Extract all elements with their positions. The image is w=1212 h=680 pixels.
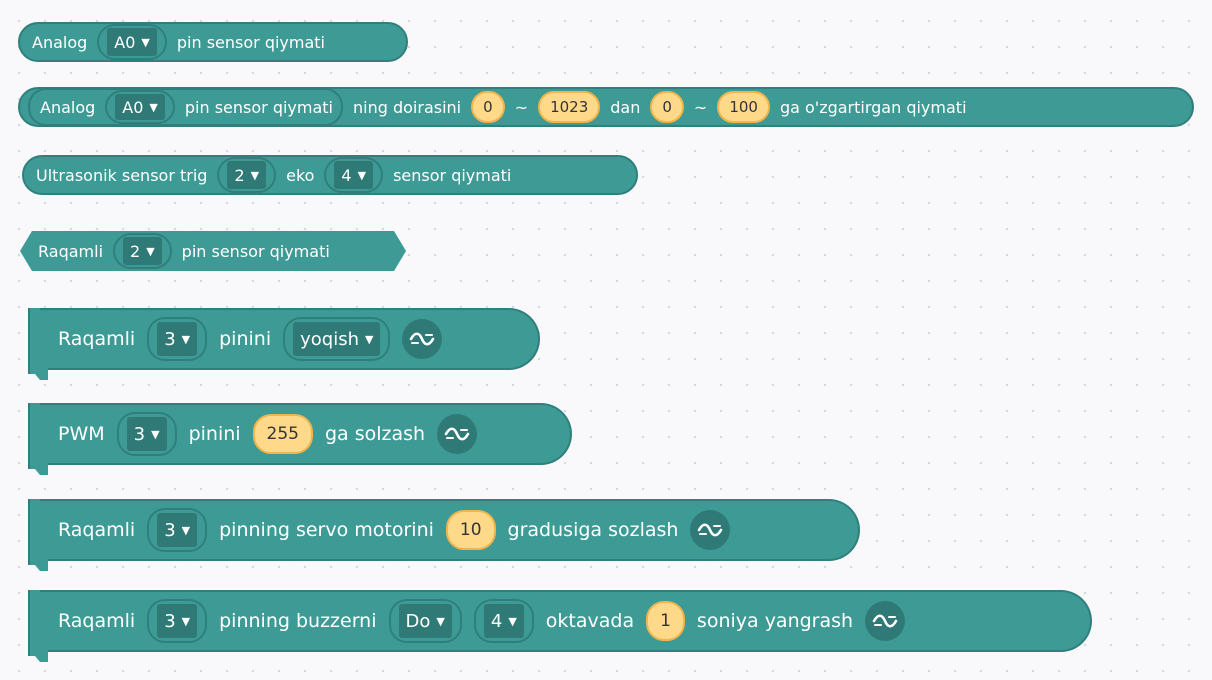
block-label: soniya yangrash [696, 610, 854, 632]
block-label: pin sensor qiymati [176, 32, 325, 52]
pin-socket: 3▼ [147, 599, 208, 643]
trig-socket: 2▼ [217, 157, 277, 193]
pin-socket: 3▼ [147, 317, 208, 361]
to-low-input[interactable]: 0 [650, 91, 684, 123]
caret-down-icon: ▼ [181, 614, 191, 628]
block-label: Raqamli [58, 328, 136, 350]
caret-down-icon: ▼ [357, 168, 367, 182]
arduino-icon [402, 319, 443, 359]
arduino-icon [865, 601, 906, 641]
caret-down-icon: ▼ [436, 614, 445, 628]
block-label: dan [610, 97, 641, 117]
block-label: Raqamli [58, 610, 136, 632]
note-socket: Do▼ [388, 599, 462, 643]
servo-block[interactable]: Raqamli 3▼ pinning servo motorini 10 gra… [28, 499, 860, 571]
analog-read-nested-block[interactable]: Analog A0▼ pin sensor qiymati [28, 88, 343, 126]
block-label: ga o'zgartirgan qiymati [779, 97, 967, 117]
trig-dropdown[interactable]: 2▼ [227, 161, 267, 189]
from-low-input[interactable]: 0 [471, 91, 505, 123]
digital-write-block[interactable]: Raqamli 3▼ pinini yoqish▼ [28, 308, 540, 380]
block-label: Analog [40, 97, 96, 117]
block-label: PWM [58, 423, 105, 445]
state-dropdown[interactable]: yoqish▼ [293, 322, 381, 356]
pin-dropdown[interactable]: 3▼ [157, 513, 198, 547]
block-label: gradusiga sozlash [507, 519, 679, 541]
block-label: pin sensor qiymati [181, 241, 330, 261]
caret-down-icon: ▼ [151, 427, 160, 441]
tilde-label: ~ [693, 97, 708, 117]
pin-socket: A0▼ [105, 90, 175, 124]
pwm-write-block[interactable]: PWM 3▼ pinini 255 ga solzash [28, 403, 572, 475]
echo-socket: 4▼ [324, 157, 384, 193]
arduino-icon [437, 414, 478, 454]
block-label: pinini [188, 423, 241, 445]
angle-input[interactable]: 10 [445, 510, 496, 550]
pin-socket: 3▼ [147, 508, 208, 552]
buzzer-block[interactable]: Raqamli 3▼ pinning buzzerni Do▼ 4▼ oktav… [28, 590, 1092, 662]
octave-dropdown[interactable]: 4▼ [483, 604, 524, 638]
block-label: pin sensor qiymati [184, 97, 333, 117]
analog-map-block[interactable]: Analog A0▼ pin sensor qiymati ning doira… [18, 87, 1194, 127]
pin-dropdown[interactable]: 3▼ [157, 604, 198, 638]
pin-dropdown[interactable]: A0▼ [107, 28, 157, 56]
duration-input[interactable]: 1 [646, 601, 685, 641]
to-high-input[interactable]: 100 [717, 91, 770, 123]
block-label: ga solzash [325, 423, 426, 445]
caret-down-icon: ▼ [141, 35, 150, 49]
block-label: pinini [219, 328, 272, 350]
pin-socket: 3▼ [116, 412, 177, 456]
block-label: Analog [32, 32, 88, 52]
echo-dropdown[interactable]: 4▼ [334, 161, 374, 189]
block-label: Ultrasonik sensor trig [36, 165, 208, 185]
block-label: pinning servo motorini [219, 519, 434, 541]
caret-down-icon: ▼ [149, 100, 158, 114]
block-label: oktavada [545, 610, 635, 632]
pin-socket: 2▼ [113, 233, 172, 269]
tilde-label: ~ [514, 97, 529, 117]
caret-down-icon: ▼ [250, 168, 260, 182]
pin-dropdown[interactable]: 2▼ [123, 237, 162, 265]
caret-down-icon: ▼ [365, 332, 374, 346]
caret-down-icon: ▼ [181, 332, 191, 346]
digital-read-block[interactable]: Raqamli 2▼ pin sensor qiymati [20, 231, 406, 271]
block-label: Raqamli [58, 519, 136, 541]
block-label: ning doirasini [353, 97, 462, 117]
block-label: Raqamli [38, 241, 104, 261]
pin-dropdown[interactable]: 3▼ [157, 322, 198, 356]
block-label: eko [286, 165, 315, 185]
caret-down-icon: ▼ [181, 523, 191, 537]
arduino-icon [690, 510, 731, 550]
pin-socket: A0▼ [97, 24, 167, 60]
block-label: pinning buzzerni [219, 610, 377, 632]
analog-read-block[interactable]: Analog A0▼ pin sensor qiymati [18, 22, 408, 62]
ultrasonic-block[interactable]: Ultrasonik sensor trig 2▼ eko 4▼ sensor … [22, 155, 638, 195]
state-socket: yoqish▼ [283, 317, 391, 361]
caret-down-icon: ▼ [146, 244, 155, 258]
caret-down-icon: ▼ [508, 614, 517, 628]
block-label: sensor qiymati [393, 165, 512, 185]
note-dropdown[interactable]: Do▼ [398, 604, 452, 638]
pwm-value-input[interactable]: 255 [252, 414, 313, 454]
pin-dropdown[interactable]: 3▼ [126, 417, 167, 451]
from-high-input[interactable]: 1023 [538, 91, 601, 123]
octave-socket: 4▼ [473, 599, 534, 643]
pin-dropdown[interactable]: A0▼ [115, 94, 165, 120]
